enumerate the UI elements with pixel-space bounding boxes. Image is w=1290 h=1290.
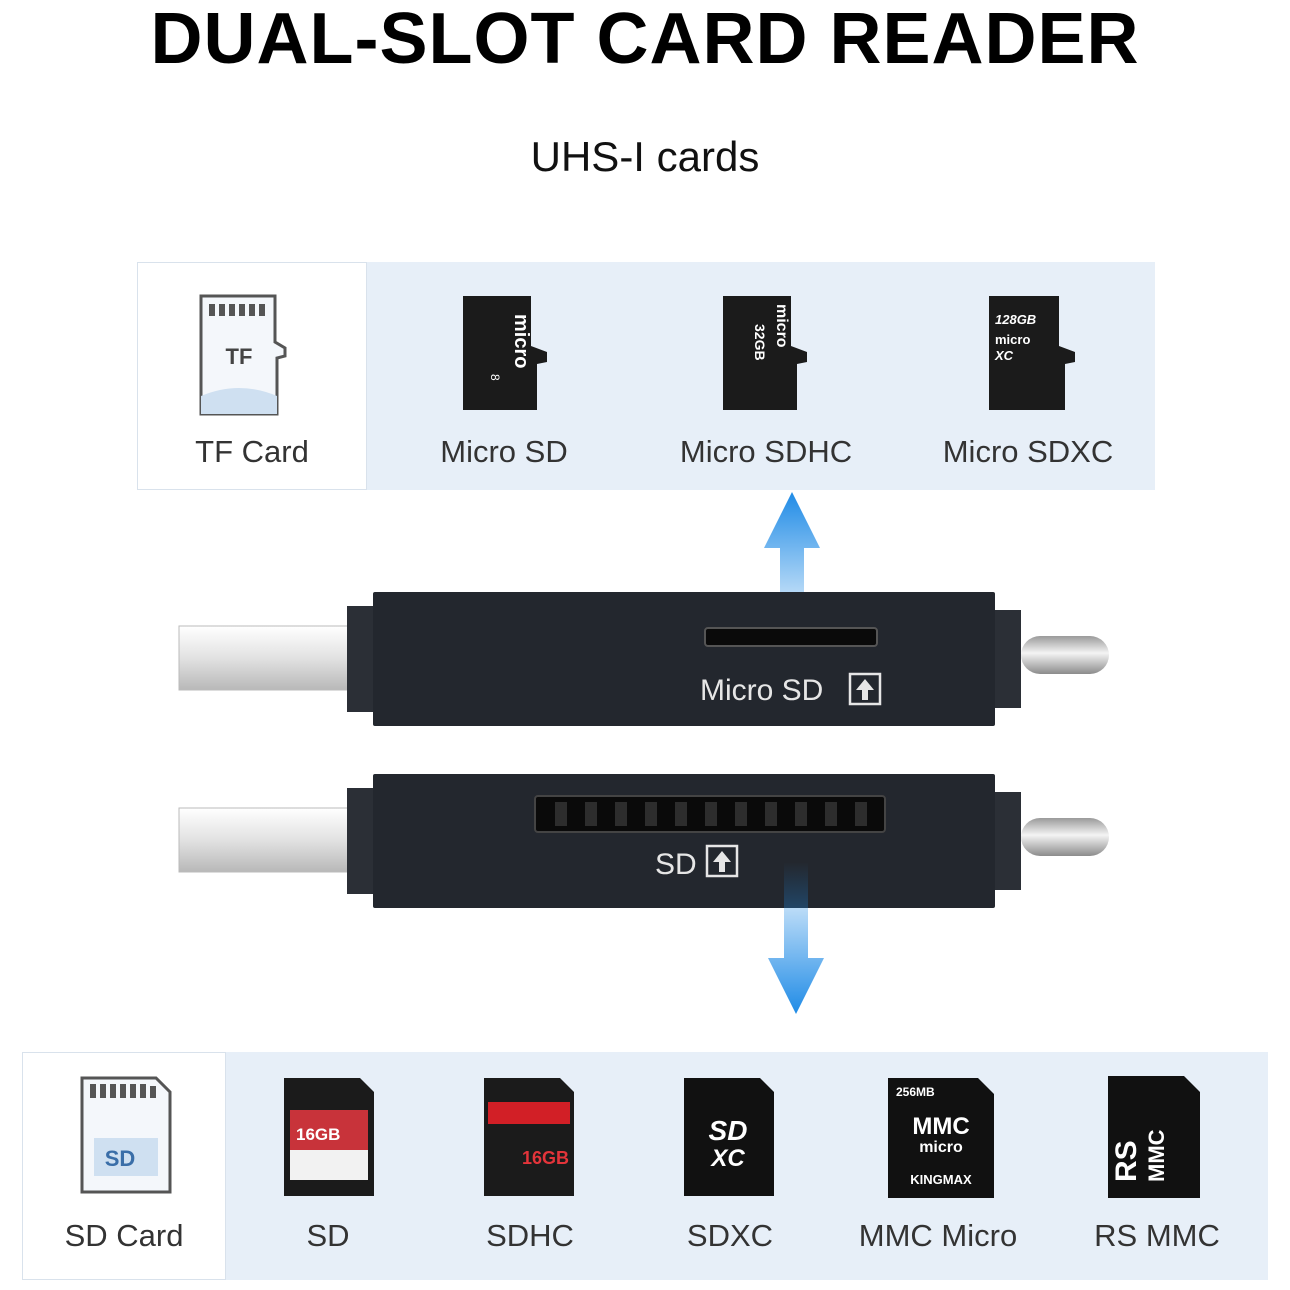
micro-card-panel: TF TF Card micro 8 Micro SD 32GB micro M… <box>137 262 1155 490</box>
svg-text:TF: TF <box>226 344 253 369</box>
svg-text:SD: SD <box>105 1146 136 1171</box>
page-title: DUAL-SLOT CARD READER <box>150 0 1140 79</box>
insert-up-icon <box>848 672 882 706</box>
svg-text:8: 8 <box>488 374 502 381</box>
svg-text:16GB: 16GB <box>296 1125 340 1144</box>
card-label: SDHC <box>486 1218 574 1253</box>
insert-up-icon <box>705 844 739 878</box>
card-label: TF Card <box>195 434 309 469</box>
card-type-micro-sd: micro 8 Micro SD <box>373 262 635 490</box>
card-type-sd: 16GB SD <box>226 1052 430 1280</box>
card-type-micro-sdhc: 32GB micro Micro SDHC <box>635 262 897 490</box>
page-subtitle: UHS-I cards <box>530 133 760 180</box>
svg-text:XC: XC <box>709 1145 745 1172</box>
rs-mmc-card-icon: RS MMC <box>1108 1076 1200 1198</box>
svg-text:micro: micro <box>510 314 532 368</box>
mmc-micro-card-icon: 256MB MMC micro KINGMAX <box>888 1078 994 1198</box>
svg-text:32GB: 32GB <box>752 324 768 361</box>
svg-text:KINGMAX: KINGMAX <box>910 1172 972 1187</box>
svg-text:XC: XC <box>994 348 1014 363</box>
svg-text:micro: micro <box>995 332 1030 347</box>
card-label: MMC Micro <box>858 1218 1018 1253</box>
sdhc-card-icon: 16GB <box>484 1078 574 1196</box>
svg-text:SD: SD <box>709 1115 748 1146</box>
sdxc-card-icon: SD XC <box>684 1078 774 1196</box>
card-type-sd-card: SD SD Card <box>22 1052 226 1280</box>
card-type-micro-sdxc: 128GB micro XC Micro SDXC <box>897 262 1159 490</box>
svg-text:16GB: 16GB <box>522 1148 569 1168</box>
card-reader-micro-sd-side: Micro SD <box>178 592 1109 726</box>
micro-sd-card-icon: micro 8 <box>463 296 547 410</box>
arrow-down-icon <box>768 862 824 1014</box>
svg-text:RS: RS <box>1110 1140 1143 1182</box>
micro-sdhc-card-icon: 32GB micro <box>723 296 807 410</box>
sd-card-icon: 16GB <box>284 1078 374 1196</box>
card-label: SDXC <box>686 1218 774 1253</box>
slot-label-micro-sd: Micro SD <box>700 674 823 707</box>
card-type-sdxc: SD XC SDXC <box>630 1052 830 1280</box>
tf-card-outline-icon: TF <box>199 294 287 416</box>
svg-text:MMC: MMC <box>1144 1129 1169 1182</box>
card-type-tf: TF TF Card <box>137 262 367 490</box>
svg-text:256MB: 256MB <box>896 1085 935 1099</box>
card-label: Micro SDXC <box>942 434 1114 469</box>
card-type-rs-mmc: RS MMC RS MMC <box>1046 1052 1268 1280</box>
svg-text:128GB: 128GB <box>995 312 1036 327</box>
card-label: Micro SDHC <box>679 434 853 469</box>
micro-sdxc-card-icon: 128GB micro XC <box>989 296 1075 410</box>
card-label: Micro SD <box>440 434 568 469</box>
card-label: SD <box>306 1218 350 1253</box>
svg-text:micro: micro <box>919 1139 963 1156</box>
sd-card-panel: SD SD Card 16GB SD 16GB SDHC SD XC SDXC <box>22 1052 1268 1280</box>
card-type-mmc-micro: 256MB MMC micro KINGMAX MMC Micro <box>830 1052 1046 1280</box>
card-reader-sd-side: SD <box>178 774 1109 908</box>
card-type-sdhc: 16GB SDHC <box>430 1052 630 1280</box>
svg-text:MMC: MMC <box>912 1113 969 1140</box>
arrow-up-icon <box>764 492 820 642</box>
svg-text:micro: micro <box>773 304 790 348</box>
sd-card-outline-icon: SD <box>80 1076 172 1194</box>
card-label: SD Card <box>64 1218 184 1253</box>
card-label: RS MMC <box>1094 1218 1220 1253</box>
slot-label-sd: SD <box>655 848 697 881</box>
